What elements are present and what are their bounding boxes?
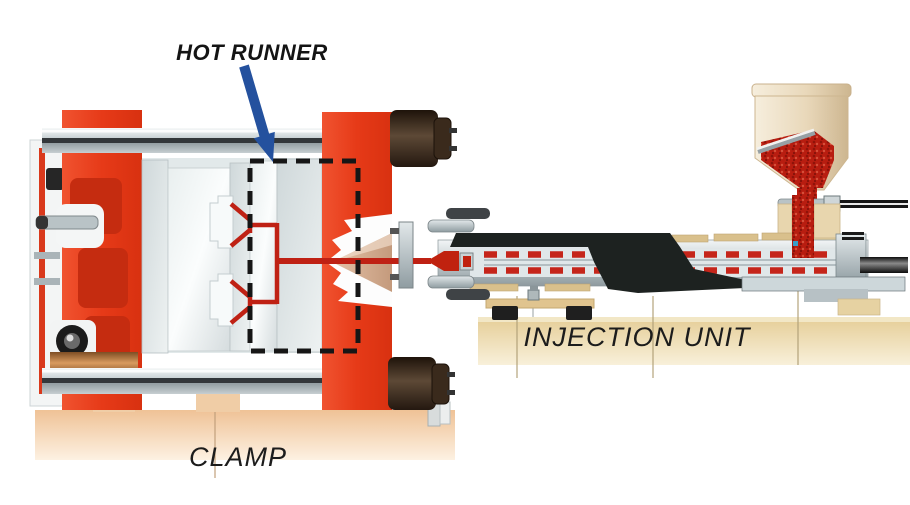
screw-shank: [860, 257, 908, 273]
tie-bar-nut-bottom: [388, 357, 455, 410]
moving-platen: [35, 110, 142, 410]
tie-bar-nut-top: [390, 110, 457, 167]
ejector-pin: [34, 278, 60, 285]
nozzle-fitting: [427, 275, 475, 289]
nut-pin: [447, 372, 455, 377]
throat-block: [777, 203, 793, 237]
nozzle-fitting: [427, 219, 475, 233]
hopper-cutaway-band: [757, 131, 816, 154]
front-plate-pin: [390, 274, 399, 280]
platen-bracket: [439, 401, 451, 425]
support-plank: [485, 298, 595, 309]
label-clamp: CLAMP: [189, 442, 287, 472]
fitting-black: [46, 168, 64, 190]
sprue-cone-highlight: [332, 233, 392, 262]
feed-throat-pellets: [792, 195, 814, 258]
nut-cap: [431, 363, 450, 405]
carriage-front-plate: [398, 221, 414, 289]
support-foot: [492, 306, 518, 320]
hot-runner-arrow: [239, 64, 275, 162]
ejector-pin: [34, 252, 60, 259]
carriage-silhouette: [450, 233, 755, 293]
carriage-slide: [741, 276, 906, 316]
mold-plate-ejector: [141, 159, 169, 354]
mold-plate-manifold: [249, 160, 278, 352]
end-cap-stripe: [842, 232, 864, 235]
nut-pin: [449, 146, 457, 151]
mold-block: [141, 158, 323, 354]
hopper: [751, 83, 852, 258]
injection-unit-base: [478, 291, 910, 378]
nut-cap: [433, 117, 452, 160]
nozzle-fitting-dark: [446, 289, 490, 300]
mold-plate-backing: [276, 158, 323, 353]
nozzle-fitting-dark: [446, 208, 490, 219]
nut-body: [388, 357, 436, 410]
tie-bar-stripe: [42, 138, 443, 143]
slide-slab: [741, 276, 906, 292]
label-injection-unit: INJECTION UNIT: [524, 322, 753, 352]
nozzle-assembly: [390, 208, 490, 300]
front-plate-pin: [390, 228, 399, 234]
nut-pin: [449, 128, 457, 133]
end-cap-stripe: [842, 237, 864, 240]
hopper-cutaway-edge: [756, 128, 815, 151]
nozzle-melt-bullet: [427, 251, 459, 271]
nozzle-melt-line: [413, 258, 431, 264]
ejector-rod-tip: [36, 216, 48, 229]
slide-base-block: [837, 298, 881, 316]
check-ring-melt: [463, 256, 471, 267]
molded-part-cavity: [209, 195, 234, 249]
clamp-pedestal: [196, 390, 240, 412]
ejector-red-strip: [39, 148, 45, 394]
injection-base-top-strip: [478, 317, 910, 322]
molded-part-cavity: [209, 273, 234, 327]
valve-fitting: [527, 289, 540, 301]
rod-highlight: [840, 203, 908, 205]
clamp-base-block: [35, 410, 455, 460]
clamp-knob-highlight: [66, 334, 74, 342]
support-foot: [566, 306, 592, 320]
platen-inset: [78, 248, 128, 308]
nut-pin: [447, 390, 455, 395]
label-hot-runner: HOT RUNNER: [176, 40, 328, 65]
tie-bar-stripe: [42, 378, 443, 383]
tie-bar-highlight: [42, 130, 443, 133]
melt-stream: [277, 258, 429, 264]
hopper-rim: [751, 83, 852, 98]
tie-bar-highlight: [42, 370, 443, 373]
hot-runner-dashed-box: [247, 158, 361, 354]
injection-base-block: [478, 317, 910, 365]
nut-body: [390, 110, 438, 167]
